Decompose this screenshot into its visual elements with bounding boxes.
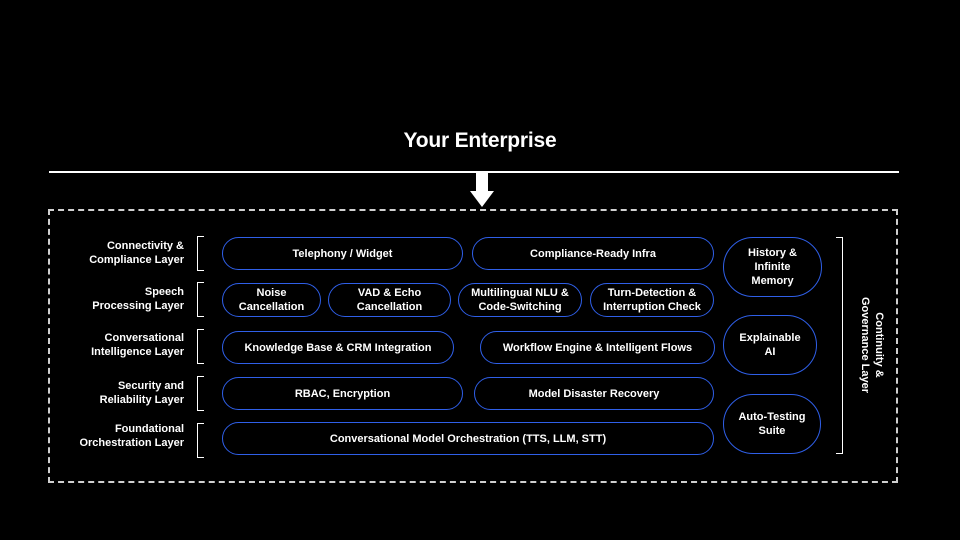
governance-history-memory: History & Infinite Memory [723,237,822,297]
layer-label-connectivity: Connectivity & Compliance Layer [89,240,184,266]
layer-bracket [197,423,204,458]
governance-explainable-ai: Explainable AI [723,315,817,375]
module-compliance-infra: Compliance-Ready Infra [472,237,714,270]
layer-bracket [197,329,204,364]
governance-layer-label: Continuity & Governance Layer [859,297,885,393]
module-noise-cancellation: Noise Cancellation [222,283,321,317]
module-rbac-encryption: RBAC, Encryption [222,377,463,410]
governance-auto-testing: Auto-Testing Suite [723,394,821,454]
diagram-title: Your Enterprise [403,129,557,152]
layer-label-speech: Speech Processing Layer [92,286,184,312]
layer-label-security: Security and Reliability Layer [99,380,184,406]
module-workflow-engine: Workflow Engine & Intelligent Flows [480,331,715,364]
layer-label-foundational: Foundational Orchestration Layer [79,423,184,449]
module-vad-echo: VAD & Echo Cancellation [328,283,451,317]
module-knowledge-base: Knowledge Base & CRM Integration [222,331,454,364]
platform-frame [48,209,898,483]
layer-bracket [197,376,204,411]
layer-label-conversational: Conversational Intelligence Layer [91,332,184,358]
governance-bracket [836,237,843,454]
module-telephony-widget: Telephony / Widget [222,237,463,270]
module-model-orchestration: Conversational Model Orchestration (TTS,… [222,422,714,455]
module-disaster-recovery: Model Disaster Recovery [474,377,714,410]
down-arrow-icon [470,173,494,207]
layer-bracket [197,282,204,317]
layer-bracket [197,236,204,271]
module-turn-detection: Turn-Detection & Interruption Check [590,283,714,317]
enterprise-divider [49,171,899,173]
module-multilingual-nlu: Multilingual NLU & Code-Switching [458,283,582,317]
